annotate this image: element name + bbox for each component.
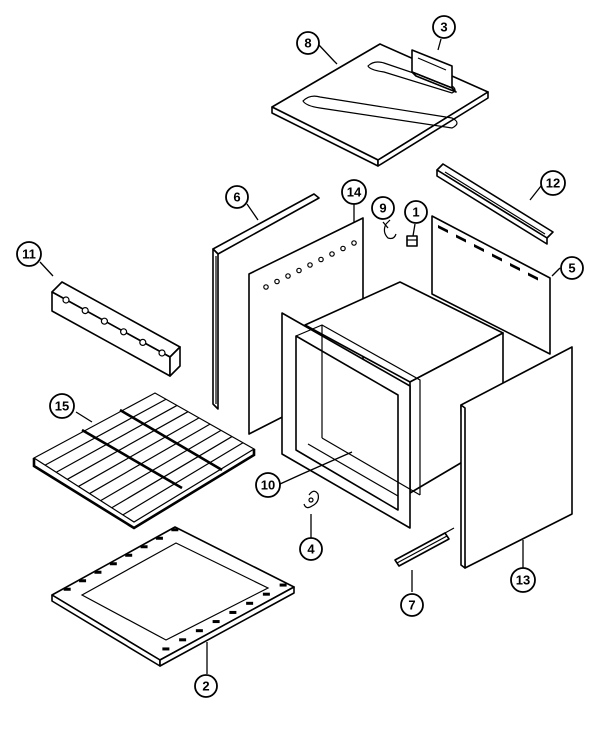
panel-slot (438, 225, 448, 233)
part-15-oven-rack (32, 392, 256, 530)
tray-slot (195, 629, 203, 633)
tray-slot (109, 562, 117, 566)
panel-hole (351, 240, 357, 246)
bracket-hole (139, 338, 147, 346)
part-13-side-panel (460, 346, 573, 569)
callout-8-label: 8 (304, 36, 311, 51)
callout-13-label: 13 (516, 573, 530, 588)
tray-slot (94, 570, 102, 574)
leader-lines (39, 38, 561, 674)
part-12-strip (436, 163, 554, 245)
rack-bar (111, 436, 233, 509)
callout-10-label: 10 (261, 478, 275, 493)
tray-slot (262, 592, 270, 596)
callout-11-label: 11 (22, 247, 36, 262)
rack-bar (44, 398, 167, 466)
part-4-hinge-clip (303, 490, 319, 509)
rack-bar (122, 442, 244, 516)
panel-slot (492, 253, 502, 262)
tray-slot (246, 601, 254, 605)
tray-slot (212, 620, 220, 624)
panel-hole (329, 251, 335, 257)
panel-hole (263, 284, 269, 290)
rack-bar (100, 429, 222, 502)
bracket-hole (81, 307, 89, 315)
callout-12-label: 12 (546, 176, 560, 191)
panel-hole (318, 256, 324, 263)
callout-14-label: 14 (347, 185, 362, 200)
tray-slot (162, 647, 170, 651)
tray-slot (229, 610, 237, 614)
callout-15: 15 (49, 393, 75, 419)
callout-12: 12 (540, 170, 566, 196)
panel-hole (285, 273, 291, 279)
panel-slot (474, 244, 484, 252)
callout-9: 9 (371, 196, 395, 220)
callout-6: 6 (225, 185, 249, 209)
rack-bar (89, 423, 211, 495)
callout-1-label: 1 (412, 205, 419, 220)
callout-6-label: 6 (233, 190, 240, 205)
panel-slot (528, 272, 538, 281)
callout-4: 4 (299, 537, 323, 561)
callout-4-label: 4 (307, 542, 315, 557)
bracket-hole (119, 328, 128, 336)
callout-1: 1 (404, 200, 428, 224)
tray-slot (279, 583, 287, 587)
bracket-hole (158, 349, 166, 357)
part-2-bottom-tray (51, 526, 295, 667)
panel-hole (307, 262, 313, 268)
callout-15-label: 15 (55, 399, 69, 414)
callout-5: 5 (560, 256, 584, 280)
callout-3: 3 (432, 15, 456, 39)
part-5-rear-panel (431, 215, 551, 355)
callout-10: 10 (255, 472, 281, 498)
part-10-oven-liner (281, 281, 504, 529)
callout-3-label: 3 (440, 20, 447, 35)
callout-5-label: 5 (568, 261, 575, 276)
tray-slot (125, 553, 133, 557)
panel-slot (456, 234, 466, 243)
callout-2-label: 2 (202, 679, 209, 694)
part-7-rod (394, 527, 455, 567)
callout-9-label: 9 (379, 201, 386, 216)
bracket-hole (62, 296, 70, 304)
rack-bar (67, 411, 189, 480)
tray-slot (171, 528, 179, 532)
tray-slot (63, 587, 71, 591)
panel-hole (340, 245, 346, 252)
tray-slot (179, 638, 187, 642)
callout-8: 8 (296, 31, 320, 55)
part-1-block (406, 235, 418, 247)
rack-bar (78, 417, 200, 487)
callout-2: 2 (194, 674, 218, 698)
callout-13: 13 (510, 567, 536, 593)
callout-7-label: 7 (408, 598, 415, 613)
part-6-trim-strip (212, 193, 320, 410)
tray-slot (79, 579, 87, 583)
panel-hole (296, 267, 302, 274)
callout-7: 7 (400, 593, 424, 617)
tray-slot (155, 536, 163, 540)
tray-slot (140, 545, 148, 549)
callout-14: 14 (341, 179, 367, 205)
part-3-bracket (411, 49, 457, 93)
part-9-clip (383, 219, 397, 240)
panel-hole (274, 278, 280, 285)
callout-11: 11 (16, 241, 42, 267)
rack-bar (55, 404, 178, 473)
part-8-top-panel (271, 43, 489, 167)
part-11-bracket (51, 281, 181, 377)
panel-slot (510, 263, 520, 271)
bracket-hole (100, 317, 109, 325)
